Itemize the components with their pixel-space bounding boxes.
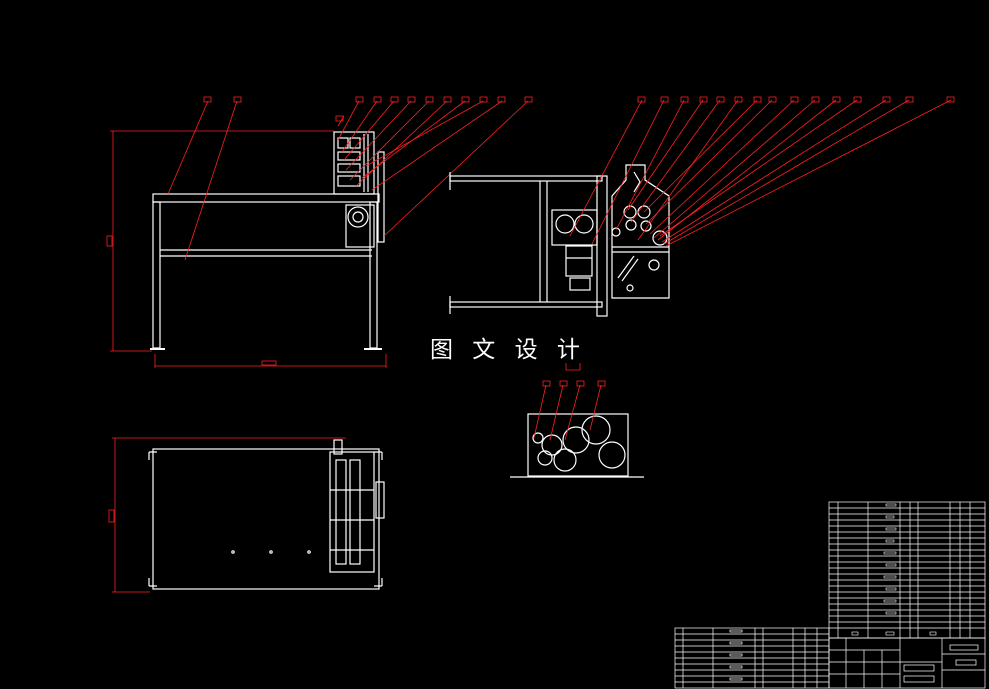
top-view-dimensions: [108, 437, 346, 593]
top-view: [148, 439, 385, 590]
front-view-leaders: [167, 96, 533, 261]
watermark-text: 图 文 设 计: [430, 337, 586, 363]
parts-list-and-title-block: [674, 501, 986, 689]
parts-list-text-marks: [851, 503, 937, 636]
parts-list-rows: [829, 507, 985, 629]
front-view: [150, 131, 385, 350]
detail-view: [510, 413, 644, 478]
detail-view-leaders: [533, 363, 606, 441]
front-view-dimensions: [106, 130, 387, 368]
side-view-leaders: [569, 96, 955, 247]
